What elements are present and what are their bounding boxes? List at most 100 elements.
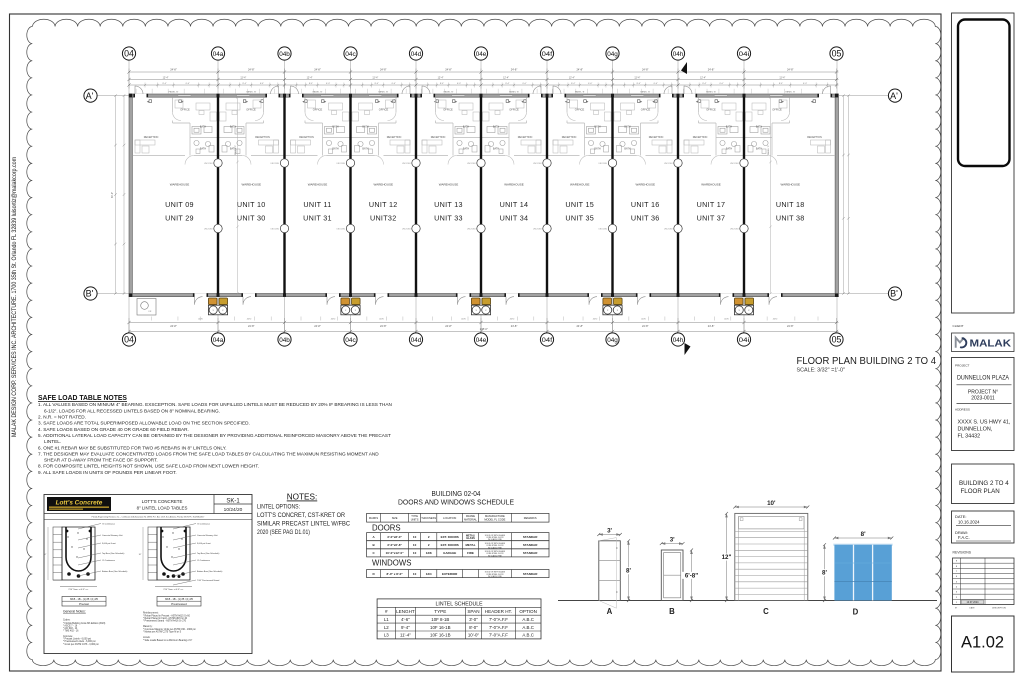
svg-text:UNC/CMU: UNC/CMU [599, 163, 608, 165]
svg-text:GARAGE: GARAGE [443, 551, 456, 555]
svg-text:8: 8 [956, 566, 958, 568]
svg-text:12'-4": 12'-4" [779, 77, 785, 79]
svg-text:Reinforcement:: Reinforcement: [143, 612, 159, 615]
svg-text:BATH: BATH [230, 126, 236, 129]
svg-text:STANDAR: STANDAR [523, 572, 538, 576]
svg-text:6'-0": 6'-0" [186, 83, 190, 85]
svg-text:FLOOR PLAN BUILDING 2 TO 4: FLOOR PLAN BUILDING 2 TO 4 [797, 356, 937, 367]
svg-text:2: 2 [956, 597, 958, 599]
svg-text:8'-4": 8'-4" [163, 83, 167, 85]
svg-text:9'-4": 9'-4" [401, 625, 410, 630]
svg-text:8'-0" x 8'-0": 8'-0" x 8'-0" [386, 572, 403, 576]
svg-text:LOCATION: LOCATION [443, 516, 456, 520]
svg-text:OFFICE: OFFICE [509, 108, 519, 112]
svg-text:3: 3 [956, 592, 958, 594]
svg-text:PANEL 'C': PANEL 'C' [234, 144, 237, 155]
svg-text:UNC/CMU: UNC/CMU [467, 163, 476, 165]
svg-text:Top Bars (See Schedule): Top Bars (See Schedule) [102, 553, 125, 555]
svg-text:24'-8": 24'-8" [380, 68, 387, 72]
svg-text:Precast: Precast [79, 602, 89, 606]
svg-text:FL 34432: FL 34432 [958, 434, 981, 440]
svg-text:UNC/CMU: UNC/CMU [337, 229, 346, 231]
svg-text:8'-4": 8'-4" [309, 83, 313, 85]
svg-text:XXXX S. US HWY 41,: XXXX S. US HWY 41, [958, 420, 1011, 426]
svg-text:6'-0": 6'-0" [260, 83, 264, 85]
svg-text:FRAME: FRAME [466, 514, 475, 518]
svg-text:x: x [748, 310, 750, 312]
svg-text:x: x [739, 310, 741, 312]
svg-text:UNC/CMU: UNC/CMU [533, 163, 542, 165]
svg-text:#: # [385, 609, 388, 614]
svg-text:1. ALL VALUES BASED ON MINIUM: 1. ALL VALUES BASED ON MINIUM 4" BEARING… [38, 402, 392, 407]
svg-text:7. THE DESIGNER MAY EVALUATE C: 7. THE DESIGNER MAY EVALUATE CONCENTRATE… [38, 451, 379, 456]
svg-text:16": 16" [139, 554, 142, 556]
svg-text:PANEL 'B': PANEL 'B' [640, 90, 650, 93]
svg-text:RECEPTION: RECEPTION [387, 136, 402, 139]
svg-text:STANDAR: STANDAR [523, 543, 538, 547]
svg-text:TYPE: TYPE [411, 514, 418, 518]
svg-text:C: C [372, 551, 375, 555]
svg-text:PANEL 'B': PANEL 'B' [785, 90, 795, 93]
svg-text:METAL/: METAL/ [466, 534, 475, 537]
svg-text:24'-8": 24'-8" [314, 68, 321, 72]
svg-text:8. FOR COMPOSITE LINTEL HEIGHT: 8. FOR COMPOSITE LINTEL HEIGHTS NOT SHOW… [38, 464, 259, 469]
svg-text:8'-4": 8'-4" [243, 83, 247, 85]
svg-text:04i: 04i [739, 337, 750, 344]
svg-text:C: C [763, 607, 769, 616]
svg-text:UNITS: UNITS [411, 517, 419, 521]
svg-text:PANEL 'B': PANEL 'B' [444, 90, 454, 93]
svg-text:RECEPTION: RECEPTION [693, 136, 708, 139]
svg-text:12": 12" [722, 554, 732, 561]
svg-text:11'-4": 11'-4" [400, 633, 411, 638]
svg-text:A.B.C: A.B.C [522, 617, 533, 622]
svg-text:W/ GLASS, FIRE: W/ GLASS, FIRE [488, 546, 503, 549]
svg-text:BATH: BATH [230, 148, 236, 151]
svg-text:8': 8' [626, 568, 631, 575]
svg-text:BATH: BATH [463, 126, 469, 129]
svg-text:SOLID OR WITH GLASS: SOLID OR WITH GLASS [485, 571, 506, 574]
svg-text:UNIT 10: UNIT 10 [237, 200, 266, 209]
svg-text:12'-4": 12'-4" [307, 77, 313, 79]
svg-text:7'-0"A.F.F: 7'-0"A.F.F [489, 617, 508, 622]
svg-text:F.A.C.: F.A.C. [958, 535, 970, 540]
svg-text:7'-0"A.F.F: 7'-0"A.F.F [489, 625, 508, 630]
svg-text:2. N.R. = NOT RATED.: 2. N.R. = NOT RATED. [38, 415, 86, 420]
svg-text:N°: N° [955, 608, 957, 610]
svg-text:04d: 04d [411, 337, 422, 344]
svg-text:BATH: BATH [624, 148, 630, 151]
svg-text:Bottom Bars (See Schedule): Bottom Bars (See Schedule) [102, 570, 128, 573]
svg-text:RECEPTION: RECEPTION [299, 136, 314, 139]
svg-text:04i: 04i [739, 51, 750, 58]
svg-text:DUNNELLON,: DUNNELLON, [958, 427, 993, 433]
svg-text:UNC/CMU: UNC/CMU [599, 229, 608, 231]
svg-text:#5 Continuous: #5 Continuous [102, 523, 115, 526]
svg-text:CLIENT: CLIENT [953, 324, 964, 328]
svg-text:BUILDING 2 TO 4: BUILDING 2 TO 4 [959, 480, 1009, 487]
svg-text:6'-0": 6'-0" [326, 83, 330, 85]
svg-text:x: x [222, 310, 224, 312]
svg-text:MODEL FL CODE: MODEL FL CODE [484, 517, 505, 521]
svg-text:WAREHOUSE: WAREHOUSE [308, 183, 328, 187]
svg-text:8'-4": 8'-4" [702, 83, 706, 85]
svg-text:UNC/CMU: UNC/CMU [467, 229, 476, 231]
svg-text:L2: L2 [384, 625, 389, 630]
svg-text:OFFICE: OFFICE [246, 108, 256, 112]
svg-text:SOLID OR WITH GLASS: SOLID OR WITH GLASS [485, 534, 506, 537]
svg-text:04f: 04f [542, 51, 553, 58]
svg-text:13/4: 13/4 [426, 572, 432, 576]
svg-text:OFFICE: OFFICE [180, 108, 190, 112]
svg-text:BATH: BATH [362, 148, 368, 151]
svg-text:SHEAR AT D-AWAY FROM THE FACE: SHEAR AT D-AWAY FROM THE FACE OF SUPPORT… [44, 458, 158, 463]
svg-text:RECEPTION: RECEPTION [144, 136, 159, 139]
svg-text:04e: 04e [476, 51, 487, 58]
svg-text:Concrete Masonry Unit: Concrete Masonry Unit [102, 534, 123, 537]
svg-text:10/24/20: 10/24/20 [224, 507, 243, 513]
svg-text:A.B.C: A.B.C [522, 633, 533, 638]
svg-text:UNC/CMU: UNC/CMU [730, 163, 739, 165]
svg-text:3'-0"x6'-8": 3'-0"x6'-8" [387, 543, 402, 547]
svg-text:Lintels:: Lintels: [143, 636, 151, 639]
svg-text:REVISIONS: REVISIONS [953, 551, 972, 555]
svg-text:24'-8": 24'-8" [380, 324, 387, 328]
svg-text:SK-1: SK-1 [226, 498, 240, 504]
svg-text:SCALE: 3/32" =1'-0": SCALE: 3/32" =1'-0" [797, 368, 846, 374]
